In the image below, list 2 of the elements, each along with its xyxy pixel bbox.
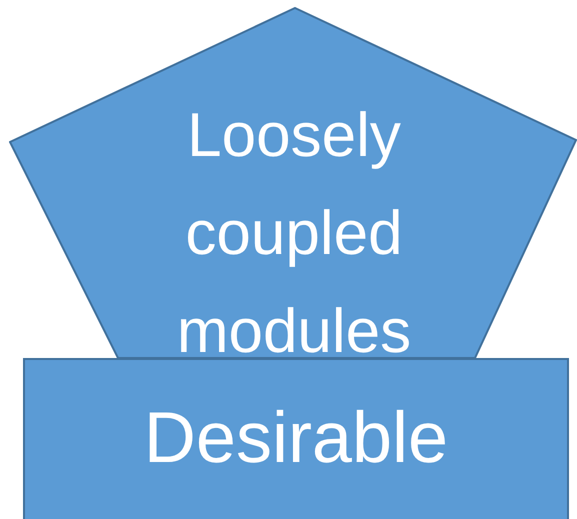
node-label: Loosely coupled modules xyxy=(176,100,412,368)
node-label: Desirable xyxy=(142,397,450,480)
